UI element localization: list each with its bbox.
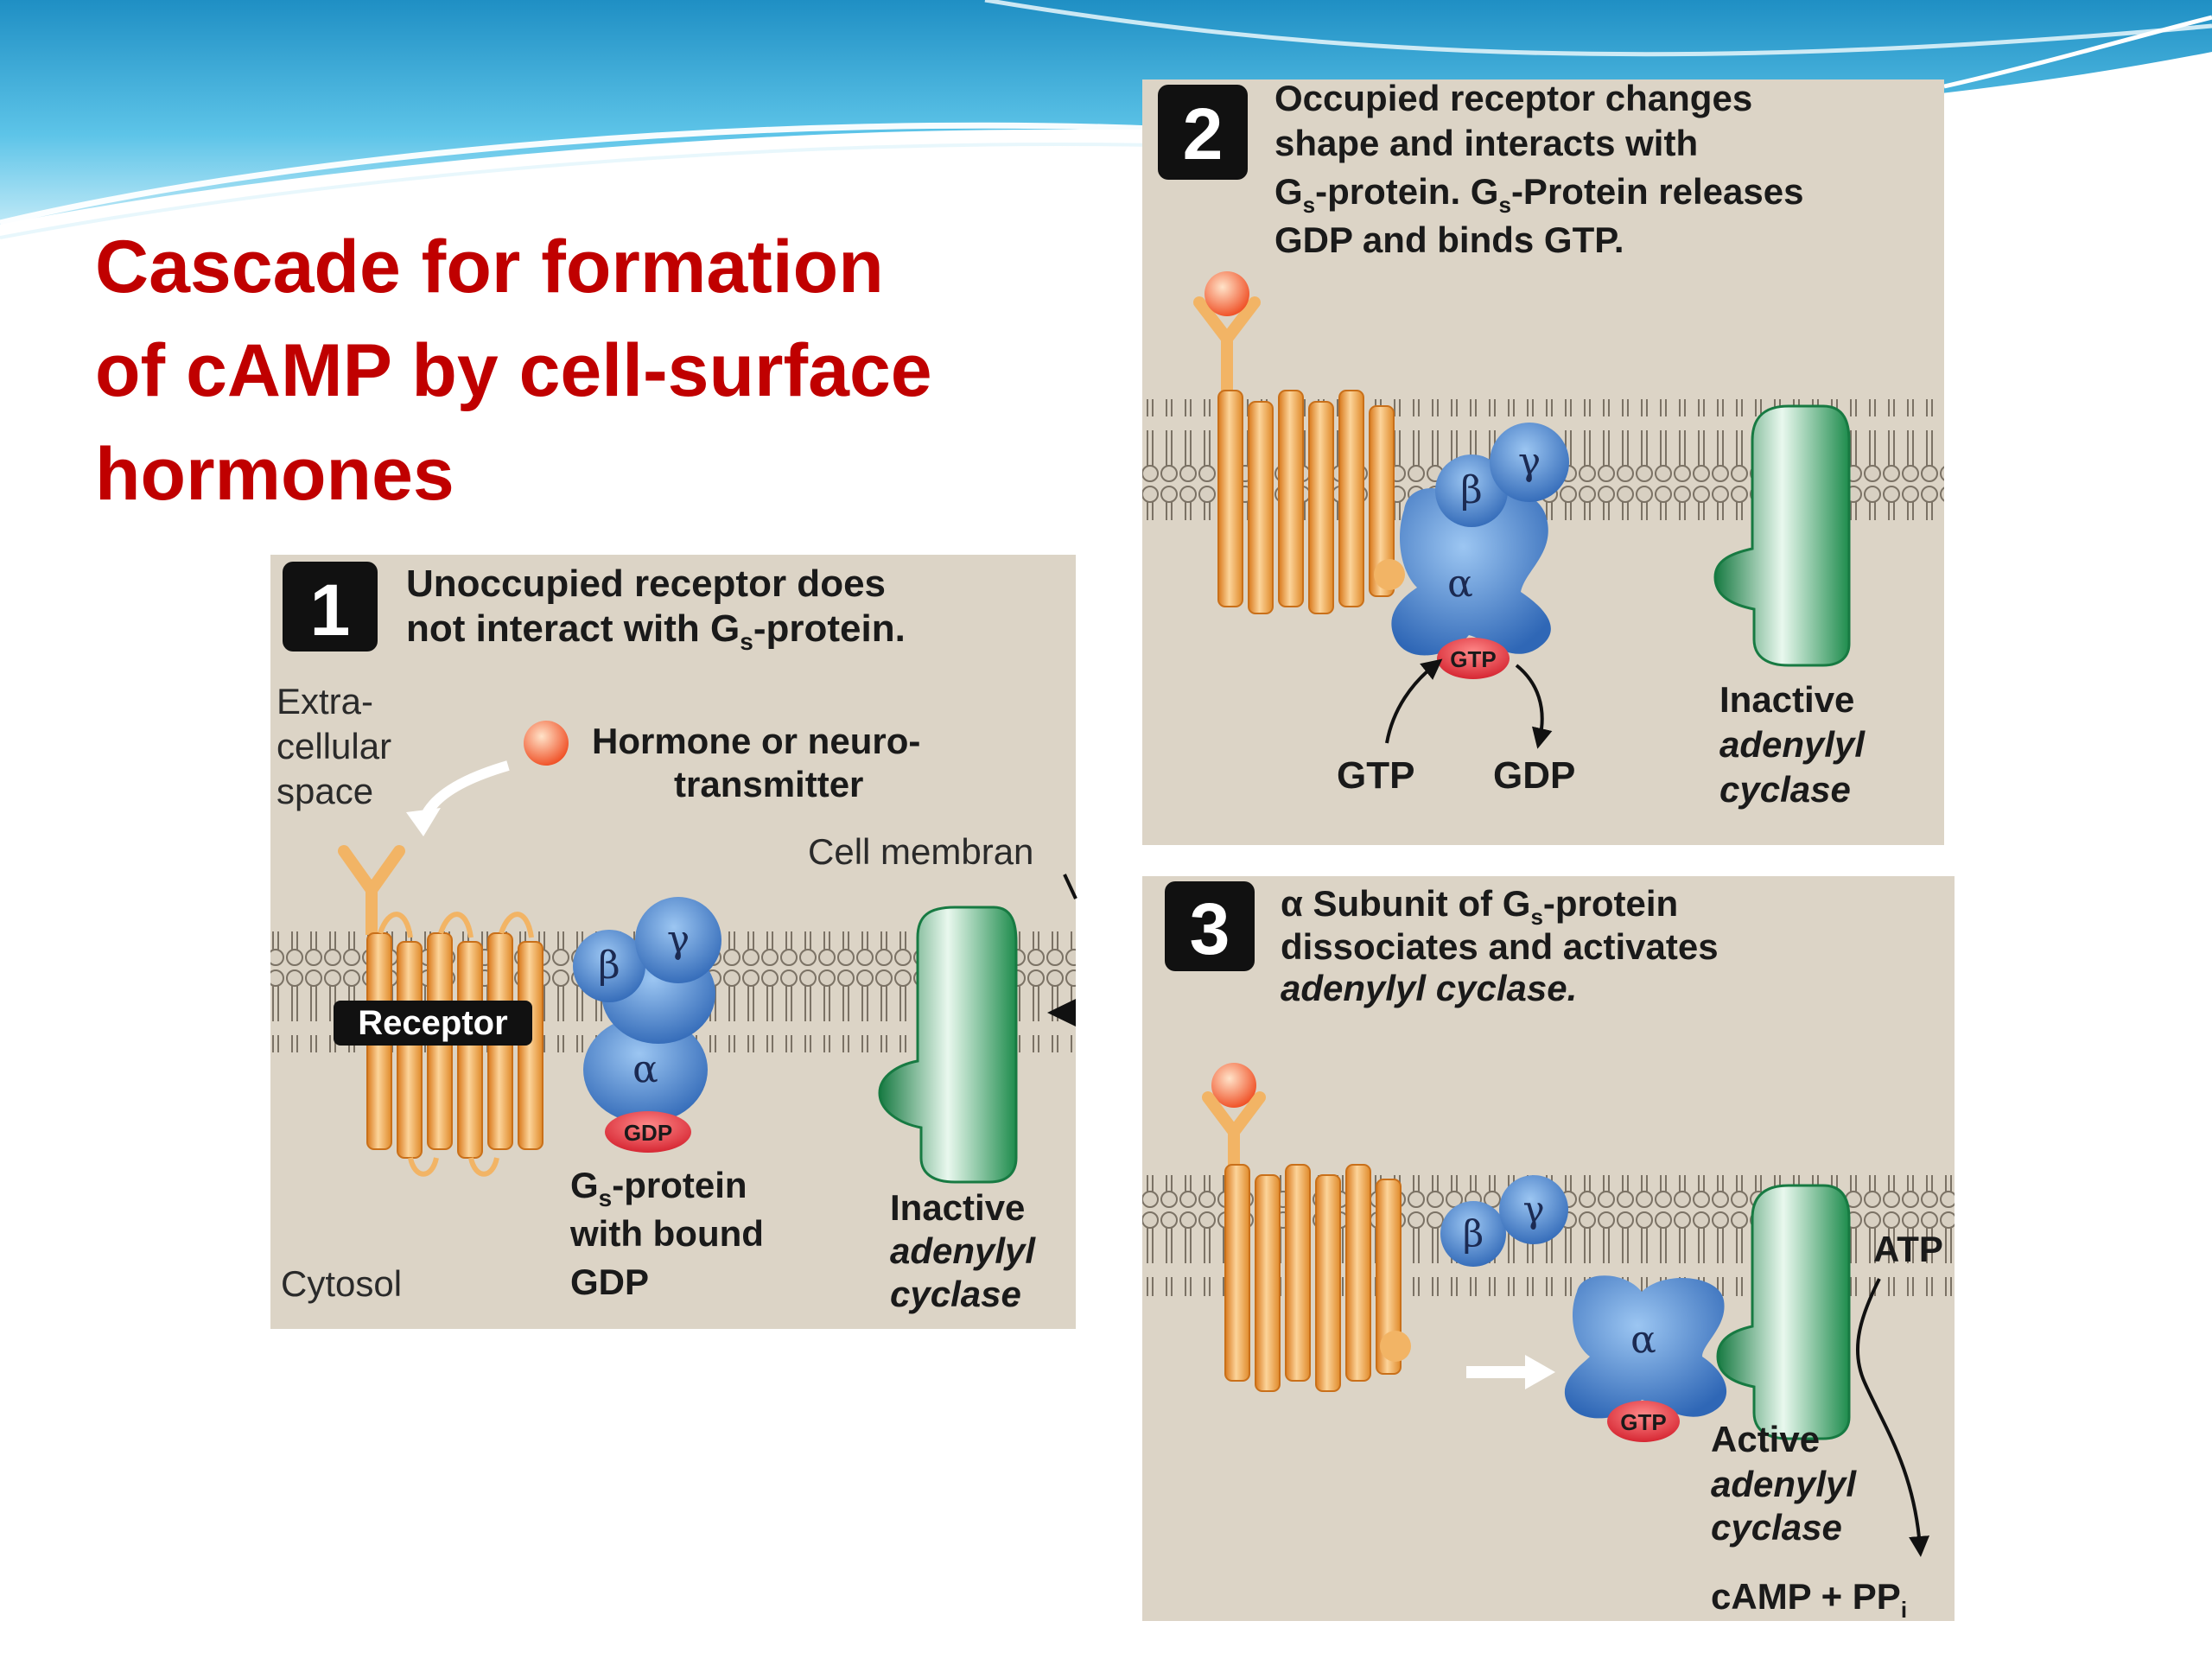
- receptor-label-badge: [334, 1001, 532, 1046]
- extracellular-label-line-1: Extra-: [276, 681, 373, 721]
- cell-membrane-pointer-icon: [1063, 874, 1077, 899]
- panel-3: 3 α Subunit of Gs-protein dissociates an…: [1142, 876, 1955, 1623]
- panel-2-inactive-label-line-3: cyclase: [1719, 769, 1851, 810]
- panel-2-gtp-tag: GTP: [1450, 646, 1496, 672]
- beta-subunit-label: β: [598, 944, 620, 988]
- panel-1-caption-line-2: not interact with Gs-protein.: [406, 607, 906, 655]
- panel-3-beta-label: β: [1463, 1212, 1484, 1255]
- gs-protein-label-line-3: GDP: [570, 1262, 649, 1302]
- g-protein-icon: [573, 897, 721, 1123]
- active-cyclase-label-line-1: Active: [1711, 1419, 1820, 1459]
- inactive-cyclase-label-line-1: Inactive: [890, 1187, 1025, 1228]
- panel-2-gtp-label: GTP: [1337, 754, 1414, 797]
- gdp-out-arrow-icon: [1515, 664, 1553, 749]
- occupied-receptor-icon: [1193, 271, 1405, 614]
- active-cyclase-label-line-3: cyclase: [1711, 1507, 1842, 1548]
- panel-3-receptor-icon: [1202, 1063, 1411, 1392]
- panel-2-gdp-label: GDP: [1493, 754, 1575, 797]
- title-line-3: hormones: [95, 433, 454, 516]
- panel-2-caption-line-1: Occupied receptor changes: [1274, 78, 1752, 118]
- panel-3-number-badge: [1165, 881, 1255, 971]
- cell-membrane-label: Cell membran: [808, 831, 1033, 872]
- hormone-label-line-2: transmitter: [674, 764, 863, 804]
- gtp-in-arrow-icon: [1385, 658, 1443, 744]
- panel-2-number: 2: [1183, 93, 1224, 175]
- panel-1-number-badge: [283, 562, 378, 652]
- panel-2-caption-line-4: GDP and binds GTP.: [1274, 219, 1624, 260]
- gdp-bound-icon: [605, 1111, 691, 1153]
- panel-1-number: 1: [310, 569, 351, 651]
- panel-2-alpha-label: α: [1447, 562, 1473, 606]
- active-adenylyl-cyclase-icon: [1716, 1184, 1851, 1440]
- gs-protein-label-line-2: with bound: [569, 1213, 764, 1254]
- title-line-2: of cAMP by cell-surface: [95, 329, 932, 412]
- panel-2-number-badge: [1158, 85, 1248, 180]
- panel-2-inactive-label-line-2: adenylyl: [1719, 724, 1866, 765]
- panel-2-beta-label: β: [1460, 468, 1482, 512]
- gdp-tag-label: GDP: [624, 1120, 672, 1146]
- hormone-icon: [524, 721, 569, 766]
- panel-3-caption-line-2: dissociates and activates: [1281, 926, 1719, 967]
- hormone-label-line-1: Hormone or neuro-: [592, 721, 920, 761]
- panel-2: 2 Occupied receptor changes shape and in…: [1142, 78, 1944, 845]
- panel-2-caption-line-3: Gs-protein. Gs-Protein releases: [1274, 171, 1803, 218]
- atp-conversion-arrow-icon: [1855, 1278, 1930, 1557]
- active-cyclase-label-line-2: adenylyl: [1711, 1464, 1857, 1504]
- panel-3-gtp-tag: GTP: [1620, 1409, 1666, 1435]
- g-protein-icon-panel-2: [1391, 423, 1569, 656]
- panel-3-caption-line-3: adenylyl cyclase.: [1281, 968, 1577, 1008]
- gtp-bound-icon: [1437, 638, 1510, 679]
- cytosol-label: Cytosol: [281, 1263, 402, 1304]
- receptor-label: Receptor: [358, 1004, 507, 1042]
- panel-2-caption-line-2: shape and interacts with: [1274, 123, 1698, 163]
- atp-label: ATP: [1873, 1229, 1943, 1269]
- extracellular-label-line-3: space: [276, 771, 373, 811]
- alpha-subunit-label: α: [632, 1047, 658, 1091]
- panel-1-caption-line-1: Unoccupied receptor does: [406, 563, 886, 605]
- panel-2-inactive-label-line-1: Inactive: [1719, 679, 1854, 720]
- panel-2-gamma-label: γ: [1518, 440, 1541, 484]
- panel-1: 1 Unoccupied receptor does not interact …: [270, 555, 1077, 1329]
- camp-ppi-label: cAMP + PPi: [1711, 1576, 1907, 1623]
- inactive-cyclase-label-line-2: adenylyl: [890, 1230, 1036, 1271]
- inactive-adenylyl-cyclase-icon: [878, 906, 1018, 1184]
- header-swoosh: [0, 0, 2212, 239]
- gamma-subunit-label: γ: [667, 918, 690, 962]
- panel-2-inactive-cyclase-icon: [1713, 404, 1851, 667]
- hormone-bound-icon: [1205, 271, 1249, 316]
- inactive-cyclase-label-line-3: cyclase: [890, 1274, 1021, 1314]
- extracellular-label-line-2: cellular: [276, 726, 391, 766]
- beta-gamma-dimer-icon: [1440, 1175, 1568, 1267]
- alpha-subunit-icon: [1564, 1275, 1727, 1419]
- panel-3-alpha-label: α: [1630, 1318, 1656, 1362]
- panel-3-number: 3: [1190, 888, 1230, 969]
- gs-protein-label-line-1: Gs-protein: [570, 1165, 747, 1211]
- title-line-1: Cascade for formation: [95, 226, 884, 308]
- panel-3-caption-line-1: α Subunit of Gs-protein: [1281, 883, 1678, 930]
- panel-3-gtp-bound-icon: [1607, 1401, 1680, 1442]
- slide-title: Cascade for formation of cAMP by cell-su…: [95, 226, 932, 516]
- panel-3-gamma-label: γ: [1522, 1188, 1544, 1230]
